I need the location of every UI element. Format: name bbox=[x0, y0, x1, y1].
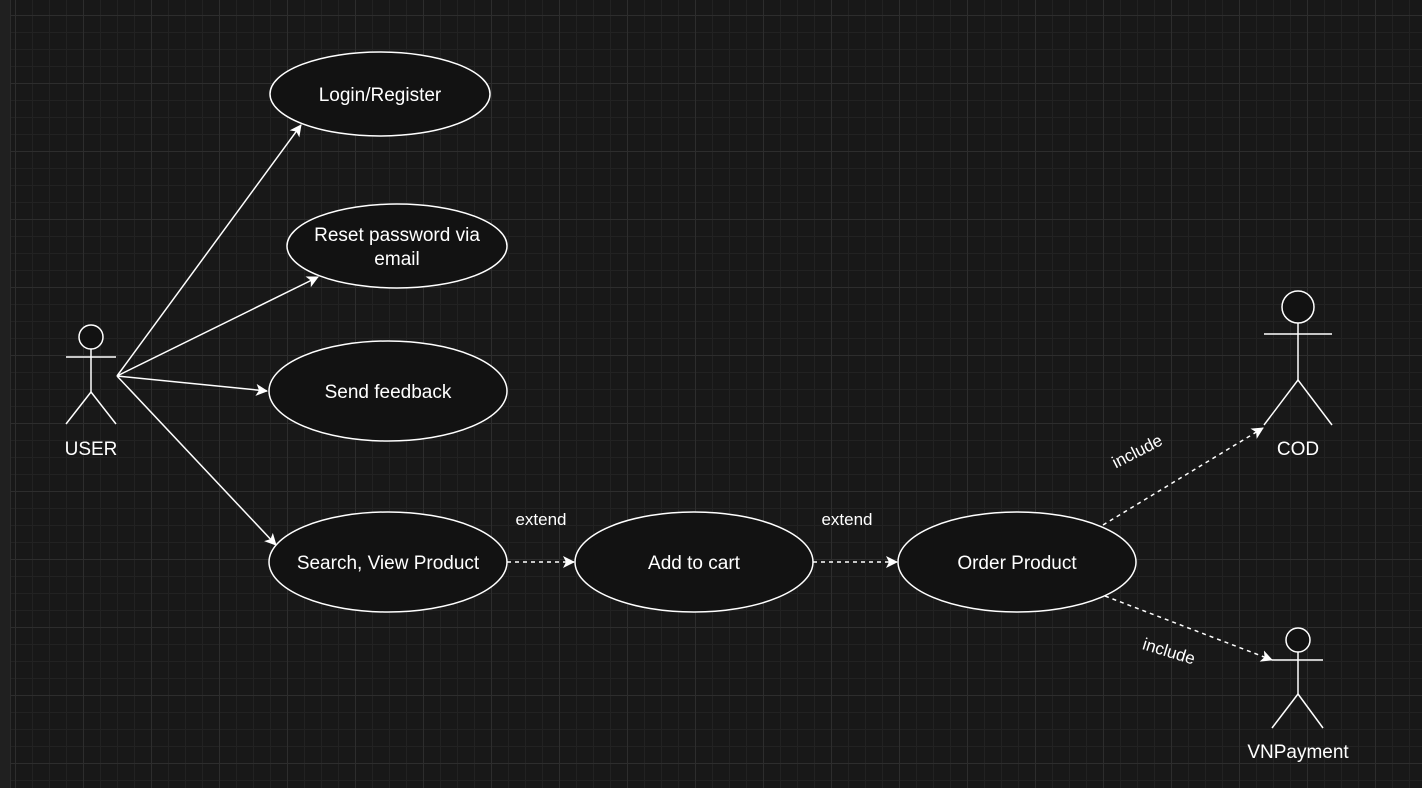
assoc-user-login[interactable] bbox=[116, 124, 302, 377]
actor-cod-label: COD bbox=[1277, 439, 1319, 460]
actor-vnpayment-label: VNPayment bbox=[1247, 742, 1349, 763]
assoc-user-feedback[interactable] bbox=[116, 375, 268, 396]
usecase-send-feedback[interactable]: Send feedback bbox=[268, 340, 508, 442]
actor-user[interactable]: USER bbox=[65, 324, 118, 460]
usecase-login[interactable]: Login/Register bbox=[269, 51, 491, 137]
usecase-reset-password[interactable]: Reset password via email bbox=[286, 203, 508, 289]
include-label-vnpayment: include bbox=[1140, 635, 1197, 669]
usecase-cart-label: Add to cart bbox=[648, 553, 741, 574]
usecase-reset-label-line2: email bbox=[374, 249, 419, 270]
usecase-add-to-cart[interactable]: Add to cart bbox=[574, 511, 814, 613]
assoc-user-reset[interactable] bbox=[116, 276, 319, 377]
actor-vnpayment[interactable]: VNPayment bbox=[1247, 627, 1349, 763]
include-label-cod: include bbox=[1109, 431, 1166, 472]
usecase-search-label: Search, View Product bbox=[297, 553, 480, 574]
extend-label-1: extend bbox=[515, 510, 566, 529]
usecase-order-label: Order Product bbox=[957, 553, 1077, 574]
actor-user-label: USER bbox=[65, 439, 118, 460]
usecase-search-view-product[interactable]: Search, View Product bbox=[268, 511, 508, 613]
actor-cod[interactable]: COD bbox=[1263, 290, 1333, 460]
include-order-vnpayment[interactable] bbox=[1104, 595, 1273, 662]
usecase-feedback-label: Send feedback bbox=[325, 382, 452, 403]
assoc-user-search[interactable] bbox=[116, 375, 277, 546]
usecase-order-product[interactable]: Order Product bbox=[897, 511, 1137, 613]
include-order-cod[interactable] bbox=[1102, 427, 1264, 526]
extend-label-2: extend bbox=[821, 510, 872, 529]
usecase-login-label: Login/Register bbox=[319, 85, 442, 106]
canvas-left-edge bbox=[0, 0, 11, 788]
usecase-reset-label-line1: Reset password via bbox=[314, 225, 480, 246]
